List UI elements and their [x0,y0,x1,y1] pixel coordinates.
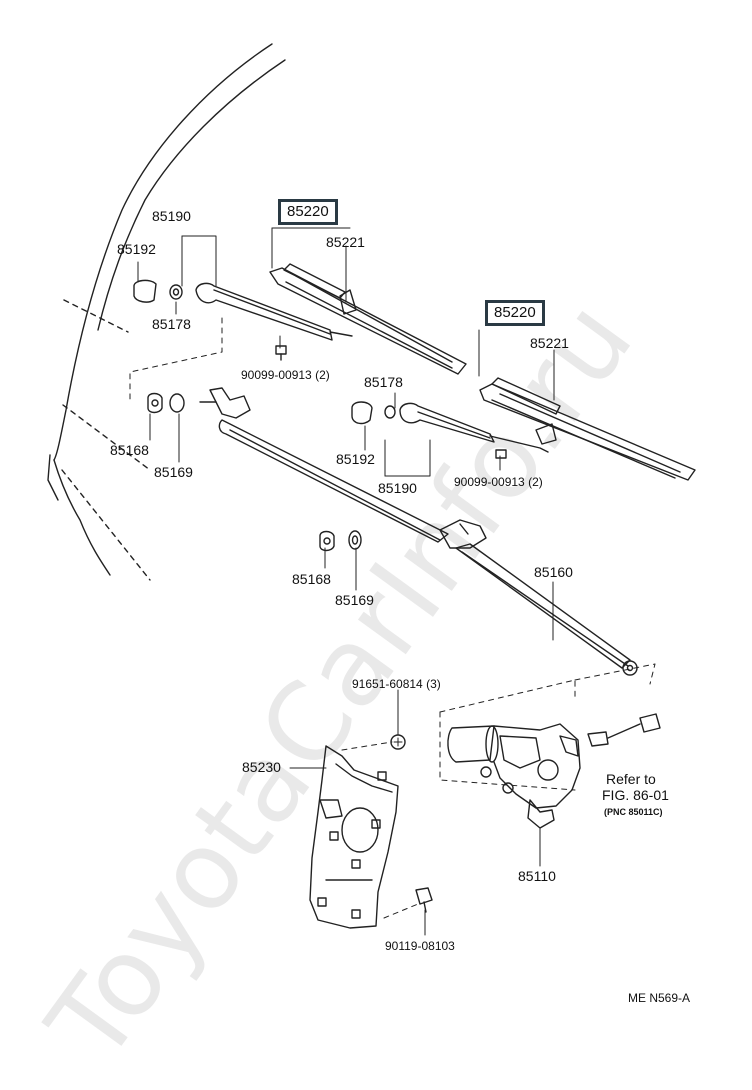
part-label-85110: 85110 [518,868,556,884]
dashed-guides [129,317,656,919]
wiper-motor-bracket [309,745,399,929]
wiper-motor [447,713,661,829]
wiper-arm-left [195,282,353,341]
part-label-85192-upper: 85192 [117,241,156,257]
part-label-91651: 91651-60814 (3) [352,677,441,691]
wiper-linkage [199,387,638,676]
diagram-reference-code: ME N569-A [628,991,691,1005]
part-label-90119: 90119-08103 [385,939,455,953]
part-label-85190-middle: 85190 [378,480,417,496]
vehicle-body-outline [47,43,286,581]
part-label-85160: 85160 [534,564,573,580]
part-label-85221-right: 85221 [530,335,569,351]
part-label-85192-middle: 85192 [336,451,375,467]
wiper-arm-right [399,402,549,453]
part-label-85168-left: 85168 [110,442,149,458]
part-label-85220-right: 85220 [485,300,545,326]
leader-lines [137,227,555,936]
part-label-85190-upper: 85190 [152,208,191,224]
wiper-blade-left [269,263,467,375]
reference-text-line2: FIG. 86-01 [602,787,669,803]
part-label-85230: 85230 [242,759,281,775]
part-label-90099-right: 90099-00913 (2) [454,475,543,489]
small-parts [133,279,507,913]
part-label-85168-center: 85168 [292,571,331,587]
part-label-85220-upper: 85220 [278,199,338,225]
part-label-85169-left: 85169 [154,464,193,480]
part-label-85178-upper: 85178 [152,316,191,332]
part-label-85178-middle: 85178 [364,374,403,390]
part-label-90099-upper: 90099-00913 (2) [241,368,330,382]
reference-text-line1: Refer to [606,771,656,787]
reference-text-line3: (PNC 85011C) [604,807,663,817]
part-label-85221-upper: 85221 [326,234,365,250]
wiper-blade-right [479,377,696,481]
part-label-85169-center: 85169 [335,592,374,608]
